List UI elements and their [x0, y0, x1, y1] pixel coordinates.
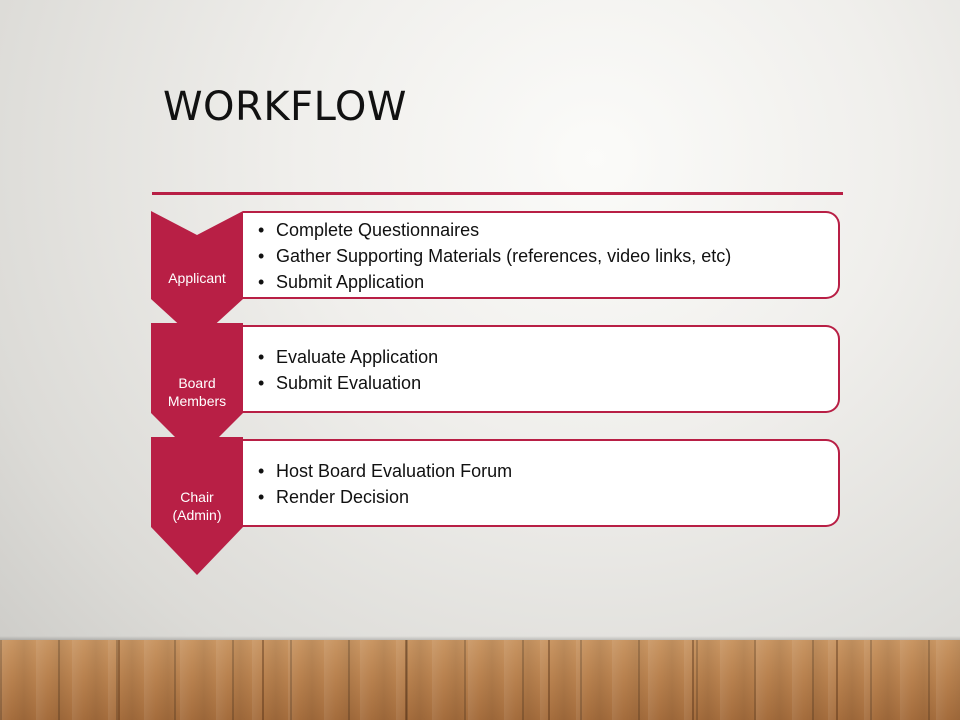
bullet-item: Gather Supporting Materials (references,…	[243, 243, 838, 269]
wooden-floor	[0, 640, 960, 720]
bullet-item: Host Board Evaluation Forum	[243, 458, 838, 484]
step-label-applicant: Applicant	[151, 269, 243, 287]
bullet-list: Host Board Evaluation Forum Render Decis…	[243, 458, 838, 510]
floor-plank-line	[262, 640, 264, 720]
bullet-item: Submit Application	[243, 269, 838, 295]
step-box-board-members: Evaluate Application Submit Evaluation	[243, 325, 840, 413]
floor-shadow	[0, 636, 960, 642]
title-divider	[152, 192, 843, 195]
step-label-board-members: Board Members	[151, 374, 243, 410]
step-label-line: Chair	[180, 489, 214, 505]
step-label-line: Members	[167, 393, 227, 409]
step-label-line: (Admin)	[172, 507, 222, 523]
bullet-list: Complete Questionnaires Gather Supportin…	[243, 217, 838, 295]
floor-plank-line	[118, 640, 120, 720]
step-label-chair: Chair (Admin)	[151, 488, 243, 524]
floor-plank-line	[836, 640, 838, 720]
step-label-line: Applicant	[168, 270, 226, 286]
bullet-item: Submit Evaluation	[243, 370, 838, 396]
step-box-chair: Host Board Evaluation Forum Render Decis…	[243, 439, 840, 527]
step-box-applicant: Complete Questionnaires Gather Supportin…	[243, 211, 840, 299]
bullet-list: Evaluate Application Submit Evaluation	[243, 344, 838, 396]
bullet-item: Render Decision	[243, 484, 838, 510]
floor-plank-line	[692, 640, 694, 720]
bullet-item: Complete Questionnaires	[243, 217, 838, 243]
slide-title: WORKFLOW	[163, 84, 407, 130]
floor-plank-line	[548, 640, 550, 720]
step-label-line: Board	[178, 375, 216, 391]
bullet-item: Evaluate Application	[243, 344, 838, 370]
floor-plank-line	[405, 640, 407, 720]
